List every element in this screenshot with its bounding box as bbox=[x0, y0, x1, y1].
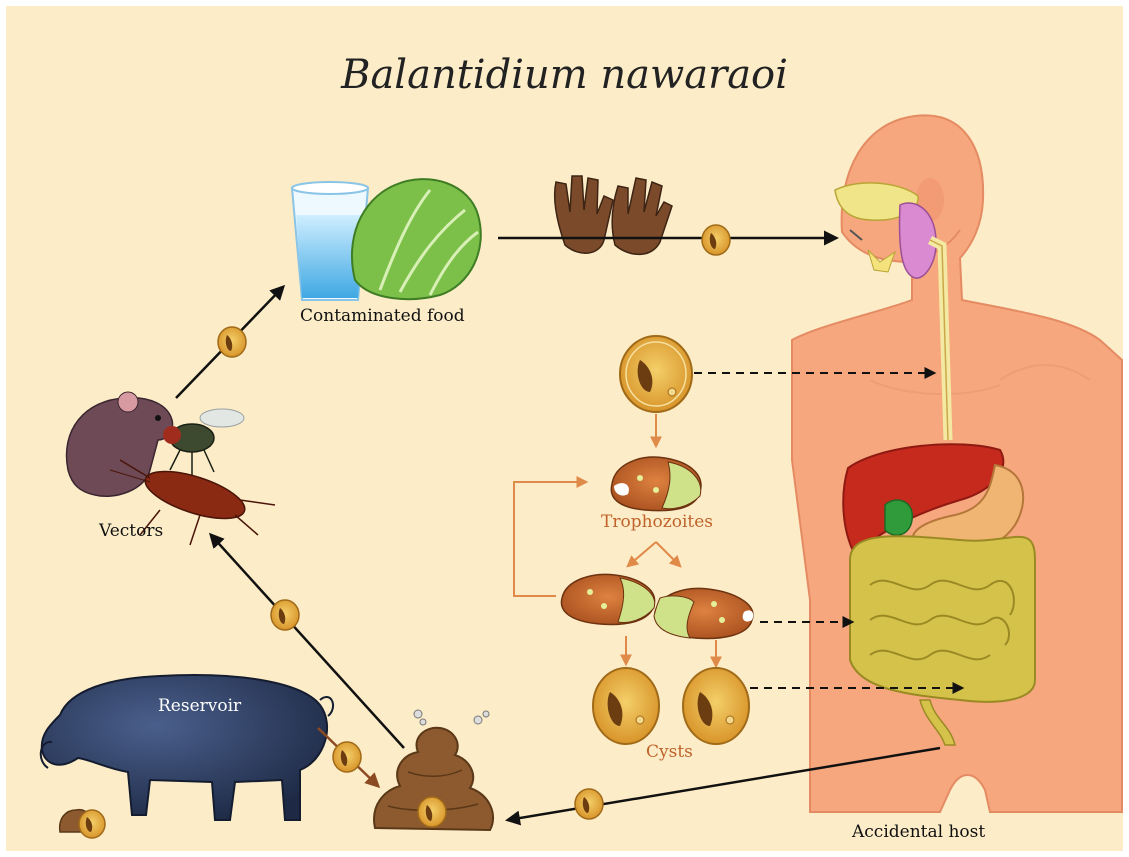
cyst-ingested bbox=[620, 336, 692, 412]
label-accidental-host: Accidental host bbox=[852, 822, 985, 842]
small-cyst-marker bbox=[333, 742, 361, 772]
small-cyst-marker bbox=[271, 600, 299, 630]
trophozoite-main bbox=[611, 457, 701, 510]
label-vectors: Vectors bbox=[99, 521, 163, 541]
label-trophozoites: Trophozoites bbox=[601, 512, 713, 532]
label-contaminated-food: Contaminated food bbox=[300, 306, 465, 326]
small-cyst-marker bbox=[702, 225, 730, 255]
cyst-final-left bbox=[593, 668, 659, 744]
small-cyst-marker bbox=[575, 789, 603, 819]
cyst-final-right bbox=[683, 668, 749, 744]
small-cyst-marker bbox=[79, 810, 105, 838]
small-cyst-marker bbox=[418, 797, 446, 827]
label-cysts: Cysts bbox=[646, 742, 693, 762]
gallbladder bbox=[885, 500, 912, 535]
diagram-title: Balantidium nawaraoi bbox=[0, 52, 1129, 98]
small-cyst-marker bbox=[218, 327, 246, 357]
trophozoite-dividing-left bbox=[561, 574, 654, 624]
label-reservoir: Reservoir bbox=[158, 696, 241, 716]
